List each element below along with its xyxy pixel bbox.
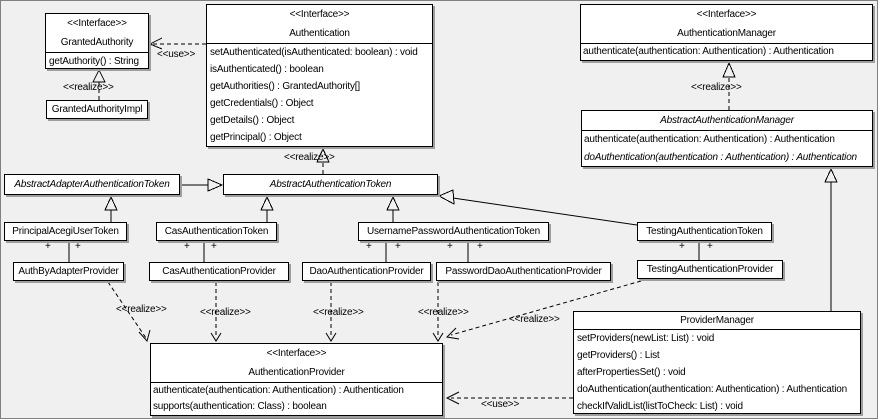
class-name: TestingAuthenticationProvider — [646, 264, 774, 275]
class-dao-authentication-provider: DaoAuthenticationProvider — [302, 262, 431, 281]
class-name: ProviderManager — [680, 315, 754, 326]
class-principal-acegi-user-token: PrincipalAcegiUserToken — [4, 222, 127, 241]
association-plus-label: + — [45, 241, 51, 252]
class-auth-by-adapter-provider: AuthByAdapterProvider — [13, 262, 124, 281]
association-plus-label: + — [211, 241, 217, 252]
use-label: <<use>> — [157, 49, 196, 60]
realize-arrow-icon — [210, 332, 222, 342]
class-name: AuthenticationManager — [677, 28, 776, 39]
class-authentication-provider: <<Interface>> AuthenticationProvider aut… — [150, 343, 443, 416]
class-name: GrantedAuthority — [60, 37, 134, 48]
stereotype-label: <<Interface>> — [696, 9, 757, 20]
method-row: doAuthentication(authentication: Authent… — [577, 384, 847, 395]
class-name: GrantedAuthorityImpl — [51, 104, 143, 115]
association-plus-label: + — [477, 241, 483, 252]
method-row: authenticate(authentication: Authenticat… — [583, 46, 834, 57]
method-row: getCredentials() : Object — [210, 98, 314, 109]
class-name: DaoAuthenticationProvider — [309, 266, 424, 277]
generalization-arrow-icon — [104, 195, 118, 211]
generalization-arrow-icon — [824, 167, 838, 183]
class-name: AbstractAdapterAuthenticationToken — [14, 179, 170, 190]
class-name: Authentication — [289, 28, 350, 39]
method-row: getAuthorities() : GrantedAuthority[] — [210, 81, 360, 92]
realize-label: <<realize>> — [200, 307, 251, 318]
class-testing-authentication-token: TestingAuthenticationToken — [637, 222, 772, 241]
generalization-arrow-icon — [386, 195, 400, 211]
method-row: checkIfValidList(listToCheck: List) : vo… — [577, 401, 743, 412]
realize-arrow-icon — [138, 329, 151, 343]
class-name: AuthenticationProvider — [248, 367, 345, 378]
class-name: TestingAuthenticationToken — [646, 226, 763, 237]
association-plus-label: + — [75, 241, 81, 252]
realize-label: <<realize>> — [691, 82, 742, 93]
class-name: UsernamePasswordAuthenticationToken — [366, 226, 541, 237]
generalization-line — [452, 197, 638, 226]
realize-label: <<realize>> — [116, 304, 167, 315]
use-label: <<use>> — [481, 399, 520, 410]
class-name: PasswordDaoAuthenticationProvider — [445, 266, 602, 277]
class-abstract-adapter-authentication-token: AbstractAdapterAuthenticationToken — [4, 174, 180, 195]
class-name: AbstractAuthenticationToken — [269, 179, 392, 190]
realize-label: <<realize>> — [313, 307, 364, 318]
class-provider-manager: ProviderManager setProviders(newList: Li… — [573, 311, 861, 414]
realize-arrow-icon — [316, 147, 330, 163]
realize-arrow-icon — [445, 327, 460, 340]
generalization-arrow-icon — [260, 195, 274, 211]
realize-label: <<realize>> — [509, 314, 560, 325]
class-password-dao-authentication-provider: PasswordDaoAuthenticationProvider — [436, 262, 611, 281]
class-cas-authentication-token: CasAuthenticationToken — [156, 222, 277, 241]
class-name: AbstractAuthenticationManager — [660, 115, 794, 126]
realize-arrow-icon — [432, 332, 444, 342]
method-row: getAuthority() : String — [49, 56, 139, 67]
realize-arrow-icon — [325, 332, 337, 342]
class-testing-authentication-provider: TestingAuthenticationProvider — [637, 260, 783, 279]
realize-dashed-line — [450, 280, 642, 336]
method-row: authenticate(authentication: Authenticat… — [153, 385, 404, 396]
association-plus-label: + — [447, 241, 453, 252]
method-row: getPrincipal() : Object — [210, 132, 302, 143]
class-name: PrincipalAcegiUserToken — [12, 226, 119, 237]
class-name: AuthByAdapterProvider — [18, 266, 119, 277]
class-name: CasAuthenticationToken — [164, 226, 269, 237]
association-plus-label: + — [679, 241, 685, 252]
realize-label: <<realize>> — [284, 152, 335, 163]
stereotype-label: <<Interface>> — [266, 348, 327, 359]
method-row: setAuthenticated(isAuthenticated: boolea… — [210, 47, 418, 58]
realize-label: <<realize>> — [63, 82, 114, 93]
method-row: getDetails() : Object — [210, 115, 295, 126]
class-authentication-manager: <<Interface>> AuthenticationManager auth… — [580, 4, 873, 61]
association-plus-label: + — [707, 241, 713, 252]
method-row: getProviders() : List — [577, 350, 660, 361]
stereotype-label: <<Interface>> — [67, 18, 127, 29]
class-authentication: <<Interface>> Authentication setAuthenti… — [206, 4, 433, 147]
association-plus-label: + — [184, 241, 190, 252]
use-arrow-icon — [148, 37, 163, 50]
class-abstract-authentication-manager: AbstractAuthenticationManager authentica… — [581, 110, 873, 167]
use-arrow-icon — [445, 391, 460, 405]
class-name: CasAuthenticationProvider — [162, 266, 276, 277]
method-row: afterPropertiesSet() : void — [577, 367, 686, 378]
method-row: isAuthenticated() : boolean — [210, 64, 324, 75]
realize-dashed-line — [107, 281, 147, 339]
class-granted-authority-impl: GrantedAuthorityImpl — [46, 100, 148, 119]
association-plus-label: + — [395, 241, 401, 252]
generalization-arrow-icon — [437, 189, 455, 205]
realize-arrow-icon — [92, 68, 106, 83]
class-granted-authority: <<Interface>> GrantedAuthority getAuthor… — [45, 13, 149, 69]
class-username-password-authentication-token: UsernamePasswordAuthenticationToken — [358, 222, 549, 241]
realize-arrow-icon — [722, 61, 736, 78]
class-abstract-authentication-token: AbstractAuthenticationToken — [223, 174, 438, 195]
realize-label: <<realize>> — [418, 307, 469, 318]
association-plus-label: + — [366, 241, 372, 252]
method-row: supports(authentication: Class) : boolea… — [153, 401, 327, 412]
generalization-arrow-icon — [207, 178, 224, 192]
method-row: doAuthentication(authentication : Authen… — [584, 152, 857, 163]
method-row: authenticate(authentication: Authenticat… — [584, 134, 835, 145]
method-row: setProviders(newList: List) : void — [577, 333, 715, 344]
class-cas-authentication-provider: CasAuthenticationProvider — [149, 262, 289, 281]
stereotype-label: <<Interface>> — [289, 9, 350, 20]
